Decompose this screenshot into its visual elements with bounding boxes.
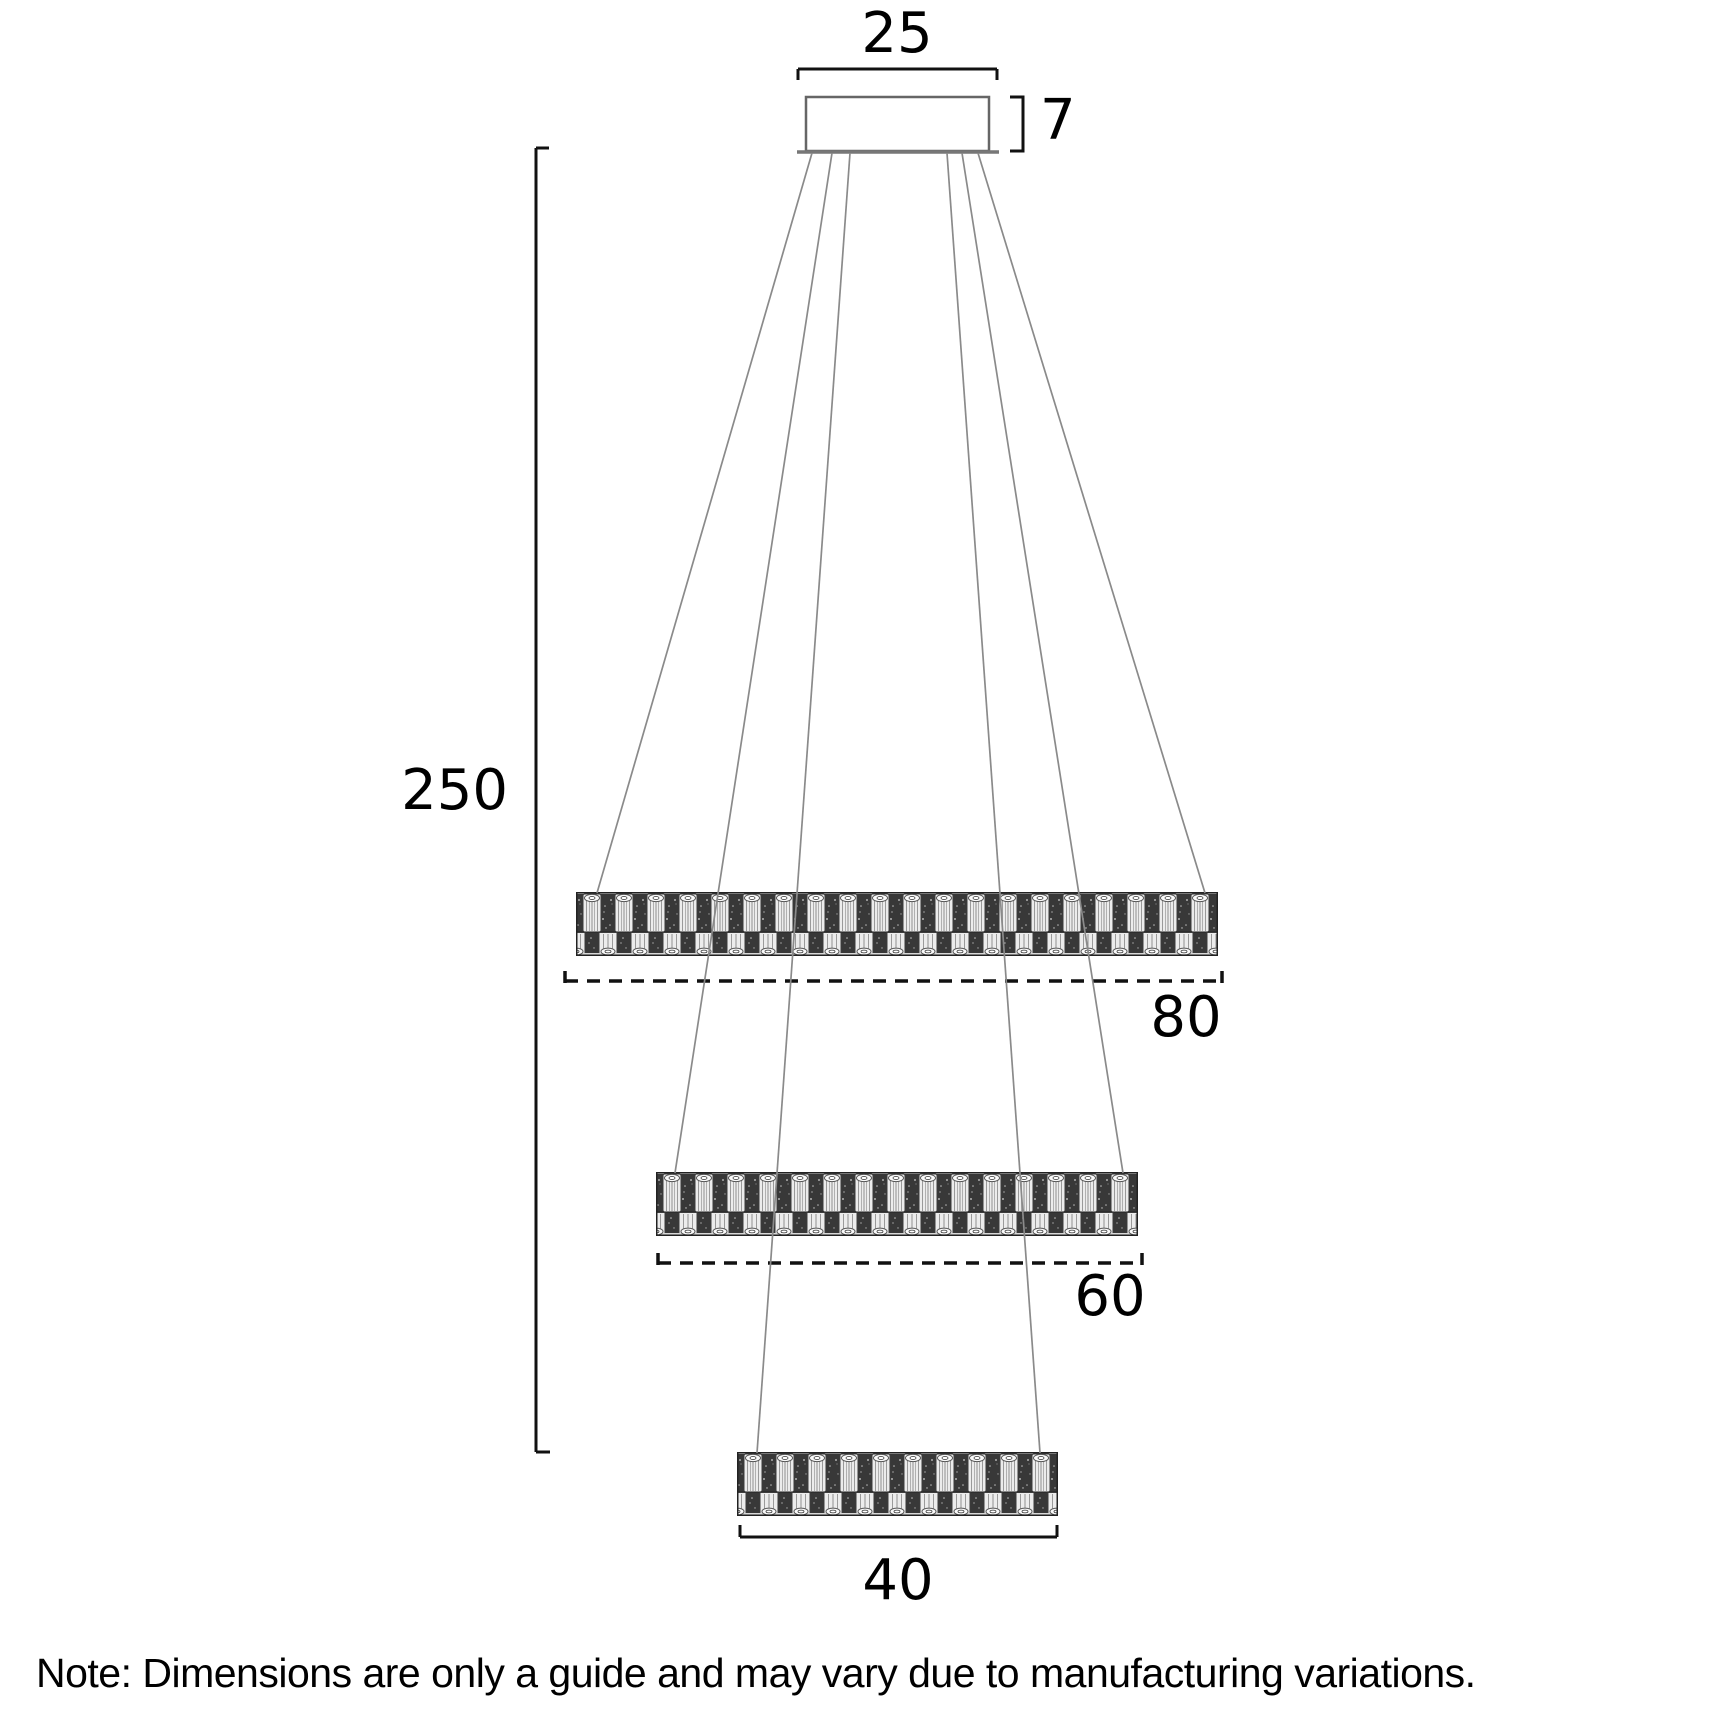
cable-tier1-right bbox=[977, 152, 1206, 894]
disclaimer-note: Note: Dimensions are only a guide and ma… bbox=[36, 1650, 1476, 1696]
canopy-height-label: 7 bbox=[1040, 88, 1076, 153]
dim-60-line bbox=[656, 1253, 1144, 1265]
dim-250-line bbox=[534, 146, 550, 1454]
dim-7-bracket bbox=[1010, 95, 1025, 153]
dim-25-line bbox=[796, 67, 999, 80]
canopy-width-label: 25 bbox=[861, 1, 933, 66]
cable-tier2-left bbox=[674, 152, 833, 1174]
tier2-width-label: 60 bbox=[1074, 1264, 1146, 1329]
cable-tier3-right bbox=[946, 152, 1041, 1454]
tier3-width-label: 40 bbox=[862, 1548, 934, 1613]
tier1-width-label: 80 bbox=[1150, 985, 1222, 1050]
dim-40-line bbox=[738, 1525, 1059, 1539]
cable-tier2-right bbox=[961, 152, 1124, 1174]
cable-tier3-left bbox=[756, 152, 851, 1454]
dim-80-line bbox=[563, 971, 1224, 983]
tier2-bar bbox=[656, 1172, 1138, 1236]
cable-tier1-left bbox=[596, 152, 813, 894]
canopy bbox=[797, 95, 999, 154]
overall-height-label: 250 bbox=[401, 758, 508, 823]
tier3-bar bbox=[737, 1452, 1058, 1516]
tier1-bar bbox=[576, 892, 1218, 956]
